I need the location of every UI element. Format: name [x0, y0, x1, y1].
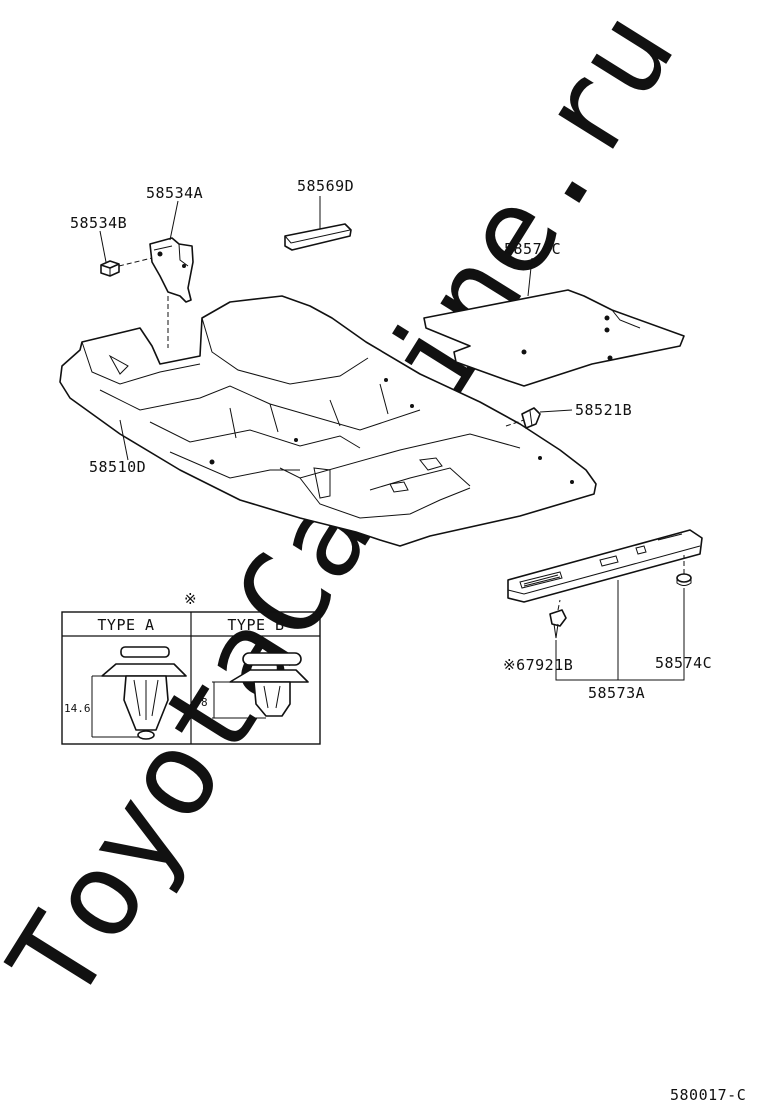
type-a-header: TYPE A — [97, 616, 154, 634]
diagram-code: 580017-C — [670, 1086, 746, 1104]
type-b-header: TYPE B — [227, 616, 284, 634]
type-a-dimension: 14.6 — [64, 702, 91, 715]
label-58574c: 58574C — [655, 654, 712, 672]
label-58573a: 58573A — [588, 684, 645, 702]
label-58510d: 58510D — [89, 458, 146, 476]
clip-67921b[interactable] — [549, 609, 567, 639]
label-58570c: 58570C — [504, 240, 561, 258]
panel-58569d[interactable] — [284, 223, 352, 251]
type-b-dimension: 8 — [201, 696, 208, 709]
label-67921b: ※67921B — [503, 656, 573, 674]
label-58534b: 58534B — [70, 214, 127, 232]
type-b-clip — [229, 652, 309, 717]
label-58534a: 58534A — [146, 184, 203, 202]
type-a-clip — [101, 646, 187, 740]
mat-58570c[interactable] — [423, 289, 685, 387]
clip-58521b[interactable] — [521, 407, 541, 429]
scuff-plate-58573a[interactable] — [507, 529, 703, 603]
clip-type-table: ※ TYPE A TYPE B 14.6 8 — [61, 590, 321, 745]
label-58521b: 58521B — [575, 401, 632, 419]
cover-58534a[interactable] — [149, 237, 194, 303]
table-marker: ※ — [184, 590, 197, 608]
cap-58574c[interactable] — [676, 573, 692, 586]
clip-58534b[interactable] — [100, 260, 120, 277]
label-58569d: 58569D — [297, 177, 354, 195]
floor-carpet-58510d[interactable] — [59, 295, 597, 547]
